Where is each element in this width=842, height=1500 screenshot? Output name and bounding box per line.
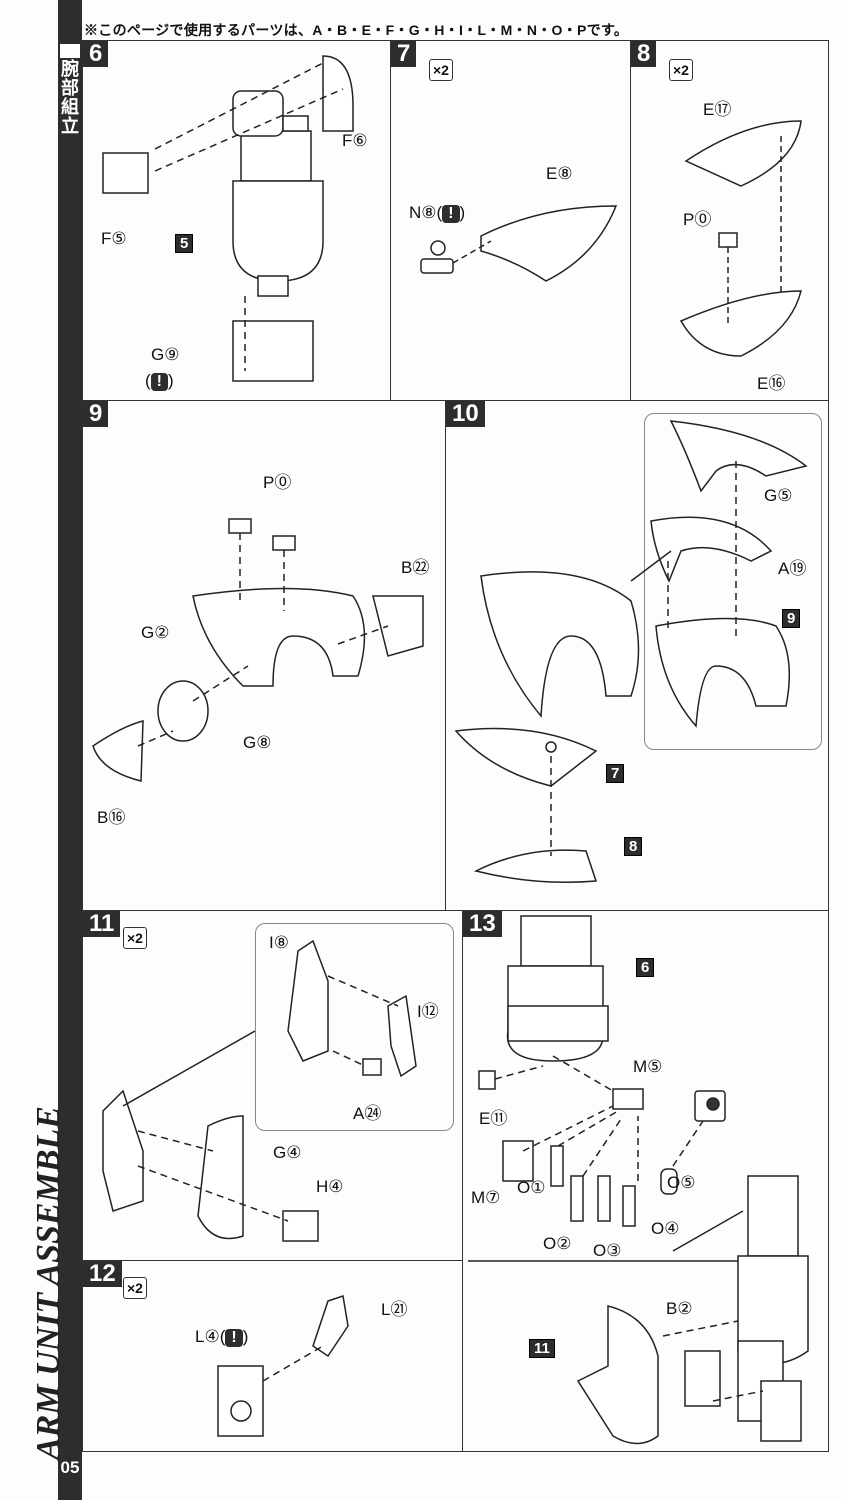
part-label: L④(!) xyxy=(195,1327,249,1347)
part-label: E⑯ xyxy=(757,374,786,393)
quantity-badge: ×2 xyxy=(669,59,693,81)
part-label: M⑦ xyxy=(471,1188,501,1207)
part-label: O② xyxy=(543,1234,572,1253)
part-label: B⑯ xyxy=(97,808,126,827)
part-label: A⑲ xyxy=(778,559,807,578)
part-label: F⑤ xyxy=(101,229,127,248)
step-12-panel: 12 ×2 L㉑ L④(!) xyxy=(82,1260,463,1452)
part-label: B② xyxy=(666,1299,693,1318)
part-label: G⑤ xyxy=(764,486,793,505)
step-11-panel: 11 ×2 I⑧ I⑫ A㉔ G④ H④ xyxy=(82,910,463,1261)
step-ref-badge: 6 xyxy=(636,958,655,977)
step-8-panel: 8 ×2 E⑰ P⓪ E⑯ xyxy=(630,40,829,401)
step-number: 9 xyxy=(83,401,109,427)
warning-icon: ! xyxy=(150,373,168,391)
step-10-panel: 10 G⑤ A⑲ 9 7 8 xyxy=(445,400,829,911)
detail-inset xyxy=(644,413,822,750)
part-label: E⑧ xyxy=(546,164,573,183)
part-label: O③ xyxy=(593,1241,622,1260)
detail-inset xyxy=(255,923,454,1131)
part-label: E⑰ xyxy=(703,100,732,119)
section-title-text: 腕部組立 xyxy=(61,59,79,136)
step-number: 12 xyxy=(83,1261,122,1287)
step-ref-badge: 7 xyxy=(606,764,625,783)
warning-icon: ! xyxy=(442,205,460,223)
step-number: 8 xyxy=(631,41,657,67)
part-drawing xyxy=(468,915,809,1445)
step-13-panel: 13 6 M⑤ E⑪ M⑦ O① O② O③ O④ O⑤ B② 11 xyxy=(462,910,829,1452)
step-ref-badge: 9 xyxy=(782,609,801,628)
part-label: G⑧ xyxy=(243,733,272,752)
step-number: 6 xyxy=(83,41,109,67)
arm-part-drawing xyxy=(102,55,354,382)
part-label: G④ xyxy=(273,1143,302,1162)
step-number: 11 xyxy=(83,911,121,937)
caution-mark: (!) xyxy=(145,371,174,391)
part-label: M⑤ xyxy=(633,1057,663,1076)
quantity-badge: ×2 xyxy=(123,927,147,949)
part-label: O⑤ xyxy=(667,1173,696,1192)
part-label: P⓪ xyxy=(683,210,712,229)
side-bar xyxy=(58,0,82,1500)
part-label: E⑪ xyxy=(479,1109,508,1128)
part-drawing xyxy=(217,1295,349,1437)
part-label-text: N⑧ xyxy=(409,203,437,222)
step-number: 10 xyxy=(446,401,485,427)
part-label: O④ xyxy=(651,1219,680,1238)
part-label-text: L④ xyxy=(195,1327,220,1346)
part-label: N⑧(!) xyxy=(409,203,466,223)
part-label: G② xyxy=(141,623,170,642)
step-ref-badge: 5 xyxy=(175,234,194,253)
part-drawing xyxy=(454,420,808,883)
part-label: L㉑ xyxy=(381,1300,408,1319)
part-label: I⑧ xyxy=(269,933,289,952)
warning-icon: ! xyxy=(225,1329,243,1347)
step-number: 7 xyxy=(391,41,417,67)
quantity-badge: ×2 xyxy=(123,1277,147,1299)
part-label: H④ xyxy=(316,1177,344,1196)
step-ref-badge: 11 xyxy=(529,1339,555,1358)
step-9-panel: 9 P⓪ B㉒ G② G⑧ B⑯ xyxy=(82,400,446,911)
part-label: G⑨ xyxy=(151,345,180,364)
step-number: 13 xyxy=(463,911,502,937)
quantity-badge: ×2 xyxy=(429,59,453,81)
step-ref-badge: 8 xyxy=(624,837,643,856)
part-drawing xyxy=(420,205,618,282)
part-label: P⓪ xyxy=(263,473,292,492)
part-label: F⑥ xyxy=(342,131,368,150)
part-drawing xyxy=(102,939,417,1242)
step-7-panel: 7 ×2 N⑧(!) E⑧ xyxy=(390,40,631,401)
part-drawing xyxy=(92,518,424,782)
step-6-panel: 6 F⑥ F⑤ 5 G⑨ (!) xyxy=(82,40,391,401)
section-title-en: ARM UNIT ASSEMBLE xyxy=(30,1106,67,1460)
part-label: A㉔ xyxy=(353,1104,382,1123)
page-number: 05 xyxy=(60,1458,80,1477)
part-drawing xyxy=(679,120,802,357)
part-label: B㉒ xyxy=(401,558,430,577)
parts-note: ※このページで使用するパーツは、A・B・E・F・G・H・I・L・M・N・O・Pで… xyxy=(84,22,629,38)
part-label: I⑫ xyxy=(417,1002,439,1021)
section-title-jp: 腕部組立 xyxy=(58,44,82,136)
part-label: O① xyxy=(517,1178,546,1197)
